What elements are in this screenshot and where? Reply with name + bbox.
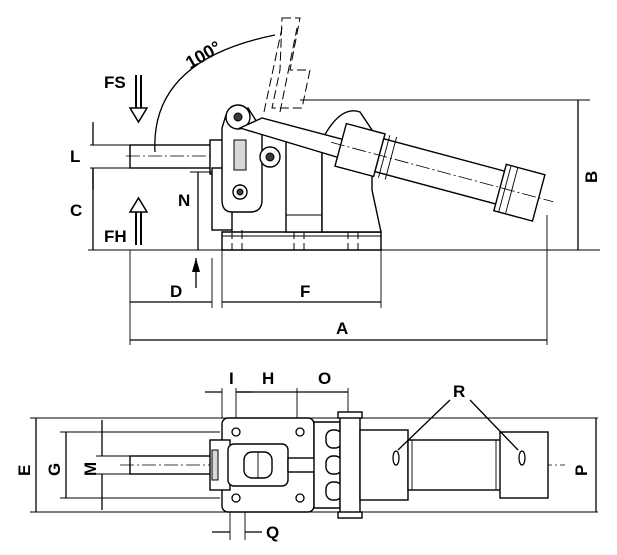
l-label: L	[70, 147, 80, 166]
r-leader-left	[397, 399, 451, 451]
pneumatic-cylinder	[330, 122, 554, 222]
h-label: H	[262, 369, 274, 388]
center-block	[285, 139, 323, 233]
r-leader-right	[469, 399, 519, 451]
o-label: O	[318, 369, 331, 388]
e-label: E	[15, 465, 34, 476]
d-label: D	[170, 282, 182, 301]
force-fs-arrow	[128, 75, 149, 124]
plunger-rod	[129, 144, 213, 169]
label-plate	[233, 139, 247, 171]
angle-arc	[154, 34, 276, 153]
port-left	[392, 450, 400, 466]
p-label: P	[572, 465, 591, 476]
side-view: 100° FS FH L C N B	[70, 17, 601, 345]
bracket-rollers	[325, 429, 343, 501]
r-label: R	[453, 382, 465, 401]
q-label: Q	[266, 523, 279, 542]
f-label: F	[300, 282, 310, 301]
dim-d	[130, 258, 213, 308]
fs-label: FS	[104, 73, 126, 92]
open-position-ghost	[263, 17, 311, 113]
angle-label: 100°	[182, 37, 224, 73]
a-label: A	[336, 319, 348, 338]
force-fh-arrow	[128, 196, 149, 245]
top-cylinder	[359, 429, 549, 501]
base-holes	[231, 230, 359, 250]
m-label: M	[81, 462, 100, 476]
top-view: R I H O E G M P Q	[15, 369, 598, 542]
fh-label: FH	[104, 227, 127, 246]
base-plate	[221, 231, 382, 251]
c-label: C	[70, 201, 82, 220]
b-label: B	[582, 171, 601, 183]
port-right	[518, 450, 526, 466]
i-label: I	[229, 369, 234, 388]
g-label: G	[45, 463, 64, 476]
n-label: N	[178, 191, 190, 210]
